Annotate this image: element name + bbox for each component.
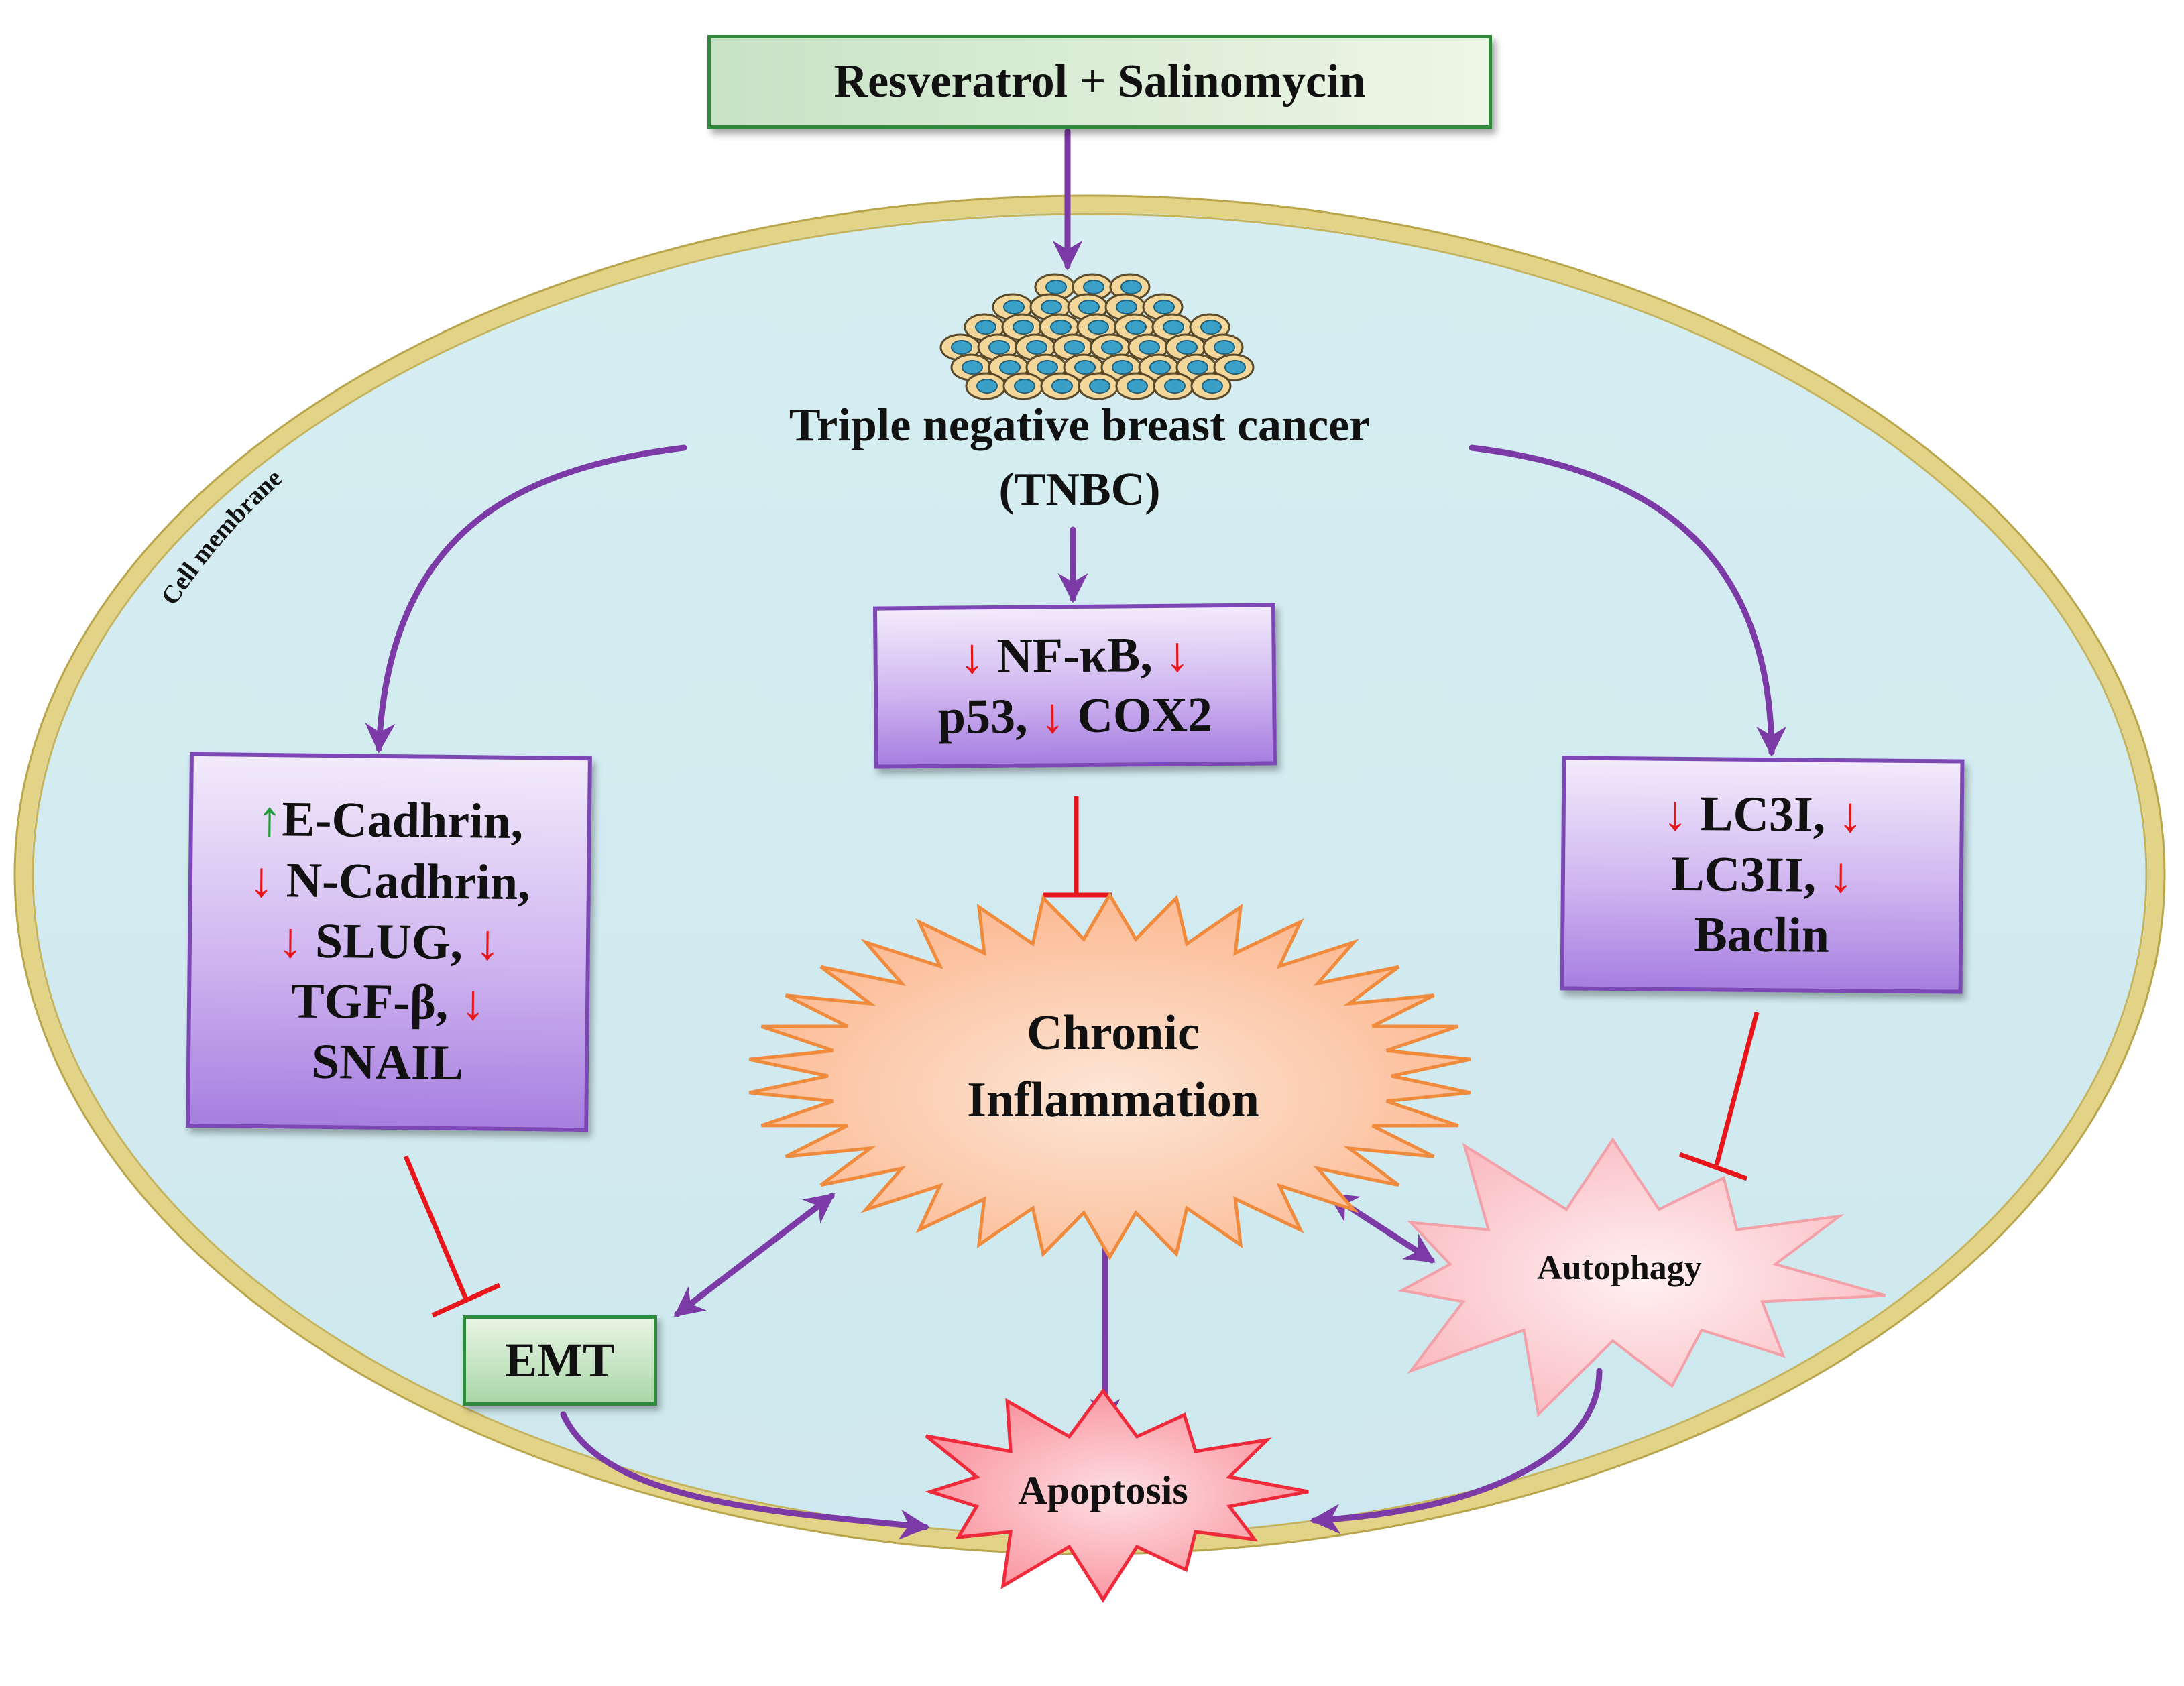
marker-line-p53-cox2: p53, ↓ COX2 xyxy=(937,687,1213,745)
marker-line-baclin: Baclin xyxy=(1694,907,1830,963)
cancer-cell-nucleus xyxy=(1026,340,1047,355)
down-arrow-icon: ↓ xyxy=(278,913,303,969)
arrow-emt-to-apoptosis xyxy=(560,1411,930,1540)
cancer-cell-nucleus xyxy=(1074,360,1096,375)
drug-combination-box: Resveratrol + Salinomycin xyxy=(707,35,1492,129)
apoptosis-starburst xyxy=(925,1388,1309,1603)
inhibit-right-box-to-autophagy xyxy=(1678,1012,1760,1181)
arrow-tnbc-to-right-box xyxy=(1469,444,1787,757)
marker-line-snail: SNAIL xyxy=(311,1034,464,1091)
down-arrow-icon: ↓ xyxy=(1662,786,1688,841)
emt-label: EMT xyxy=(504,1333,615,1387)
tnbc-title-line1: Triple negative breast cancer xyxy=(789,400,1370,451)
marker-line-lc3i: ↓ LC3I, ↓ xyxy=(1662,786,1863,843)
cancer-cell-nucleus xyxy=(1214,340,1235,355)
cancer-cell-nucleus xyxy=(1125,320,1147,335)
cancer-cell-nucleus xyxy=(1187,360,1208,375)
down-arrow-icon: ↓ xyxy=(1828,847,1854,904)
cancer-cell-nucleus xyxy=(1037,360,1058,375)
chronic-inflammation-starburst xyxy=(748,892,1471,1260)
tnbc-title-line2: (TNBC) xyxy=(998,464,1160,516)
inflammation-markers-box: ↓ NF-κB, ↓ p53, ↓ COX2 xyxy=(872,603,1277,769)
down-arrow-icon: ↓ xyxy=(475,915,500,971)
inhibit-mid-box-to-inflammation xyxy=(1043,796,1112,898)
down-arrow-icon: ↓ xyxy=(1164,627,1190,682)
cancer-cell-nucleus xyxy=(1045,280,1067,294)
arrow-autophagy-to-apoptosis xyxy=(1310,1368,1603,1534)
down-arrow-icon: ↓ xyxy=(1039,688,1066,744)
cancer-cell-nucleus xyxy=(1013,320,1034,335)
marker-line-nf-kb: ↓ NF-κB, ↓ xyxy=(959,627,1190,684)
cancer-cell-nucleus xyxy=(1164,379,1186,394)
cancer-cell-nucleus xyxy=(1153,300,1175,314)
arrow-emt-inflammation xyxy=(673,1193,836,1317)
cancer-cell-nucleus xyxy=(1051,379,1073,394)
marker-line-tgf-beta: TGF-β, ↓ xyxy=(290,973,486,1031)
cancer-cell-nucleus xyxy=(1127,379,1148,394)
cancer-cell-nucleus xyxy=(976,379,998,394)
cancer-cell-nucleus xyxy=(1083,280,1104,294)
cancer-cell-nucleus xyxy=(1064,340,1085,355)
cancer-cell-nucleus xyxy=(1089,379,1110,394)
cancer-cell-nucleus xyxy=(1088,320,1109,335)
cancer-cell-nucleus xyxy=(1101,340,1123,355)
cancer-cell-nucleus xyxy=(1224,360,1246,375)
inflammation-label-line2: Inflammation xyxy=(967,1073,1259,1128)
cancer-cell-nucleus xyxy=(1120,280,1142,294)
autophagy-starburst xyxy=(1397,1137,1886,1418)
cancer-cell-nucleus xyxy=(962,360,983,375)
cancer-cell-nucleus xyxy=(1078,300,1100,314)
cancer-cell-nucleus xyxy=(951,340,972,355)
inflammation-label-line1: Chronic xyxy=(1027,1006,1200,1061)
arrow-tnbc-to-left-box xyxy=(365,444,687,754)
marker-line-slug: ↓ SLUG, ↓ xyxy=(278,913,500,971)
cancer-cell-nucleus xyxy=(975,320,996,335)
down-arrow-icon: ↓ xyxy=(1837,787,1863,843)
cancer-cell-nucleus xyxy=(1050,320,1072,335)
inhibit-left-box-to-emt xyxy=(403,1155,501,1318)
cancer-cell-cluster-icon xyxy=(939,273,1255,400)
marker-line-e-cadherin: ↑E-Cadhrin, xyxy=(257,792,524,850)
cancer-cell-nucleus xyxy=(1202,379,1223,394)
up-arrow-icon: ↑ xyxy=(257,792,282,847)
down-arrow-icon: ↓ xyxy=(460,975,486,1031)
apoptosis-label: Apoptosis xyxy=(1018,1468,1188,1512)
emt-markers-box: ↑E-Cadhrin, ↓ N-Cadhrin, ↓ SLUG, ↓ TGF-β… xyxy=(186,751,592,1132)
autophagy-label: Autophagy xyxy=(1537,1249,1702,1287)
cancer-cell-nucleus xyxy=(1112,360,1133,375)
cancer-cell-nucleus xyxy=(999,360,1021,375)
drug-label: Resveratrol + Salinomycin xyxy=(834,56,1366,107)
cancer-cell-nucleus xyxy=(1163,320,1184,335)
cancer-cell-nucleus xyxy=(1200,320,1222,335)
cancer-cell-nucleus xyxy=(1149,360,1171,375)
down-arrow-icon: ↓ xyxy=(248,852,274,908)
cancer-cell-nucleus xyxy=(1003,300,1025,314)
cancer-cell-nucleus xyxy=(1139,340,1160,355)
cancer-cell-nucleus xyxy=(988,340,1010,355)
down-arrow-icon: ↓ xyxy=(959,628,985,684)
cancer-cell-nucleus xyxy=(1116,300,1137,314)
cancer-cell-nucleus xyxy=(1176,340,1198,355)
cancer-cell-nucleus xyxy=(1041,300,1062,314)
marker-line-n-cadherin: ↓ N-Cadhrin, xyxy=(248,852,531,910)
autophagy-markers-box: ↓ LC3I, ↓ LC3II, ↓ Baclin xyxy=(1560,756,1965,994)
cancer-cell-nucleus xyxy=(1014,379,1035,394)
marker-line-lc3ii: LC3II, ↓ xyxy=(1670,846,1854,904)
emt-box: EMT xyxy=(463,1315,657,1406)
